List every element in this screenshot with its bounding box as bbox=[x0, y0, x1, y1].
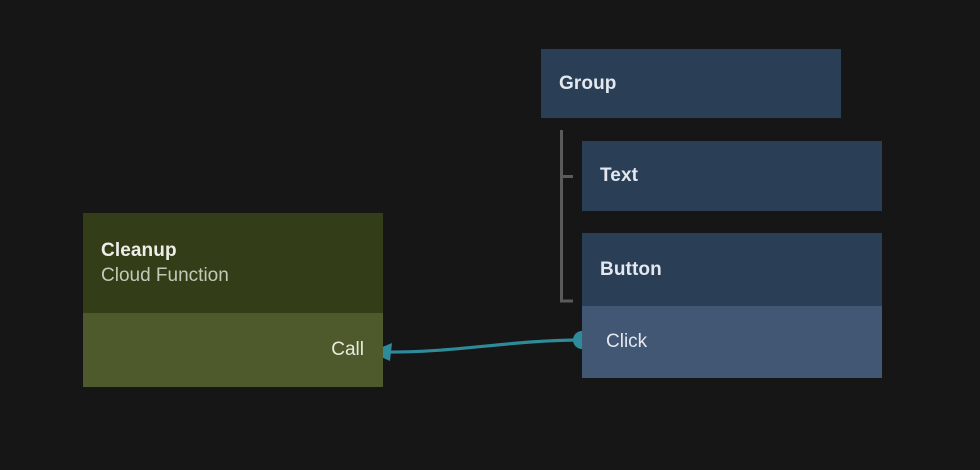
node-button-title: Button bbox=[600, 258, 662, 280]
node-cleanup-title: Cleanup bbox=[101, 239, 177, 261]
edge-path bbox=[380, 338, 584, 354]
node-text[interactable]: Text bbox=[582, 141, 882, 211]
node-text-header: Text bbox=[582, 141, 882, 211]
node-cleanup[interactable]: Cleanup Cloud Function bbox=[83, 213, 383, 387]
node-group[interactable]: Group bbox=[541, 49, 841, 118]
node-text-title: Text bbox=[600, 165, 639, 187]
node-cleanup-header: Cleanup Cloud Function bbox=[83, 213, 383, 313]
node-button[interactable]: Button bbox=[582, 233, 882, 378]
node-button-header: Button bbox=[582, 233, 882, 306]
node-cleanup-subtitle: Cloud Function bbox=[101, 265, 229, 286]
port-cleanup-call-label: Call bbox=[331, 339, 364, 360]
tree-connector-group bbox=[560, 130, 573, 303]
port-cleanup-call[interactable]: Call bbox=[83, 313, 383, 387]
port-button-click-label: Click bbox=[606, 331, 648, 352]
node-group-title: Group bbox=[559, 72, 617, 94]
port-button-click[interactable]: Click bbox=[582, 306, 882, 378]
edge-click-to-call[interactable] bbox=[370, 331, 591, 361]
node-group-header: Group bbox=[541, 49, 841, 118]
